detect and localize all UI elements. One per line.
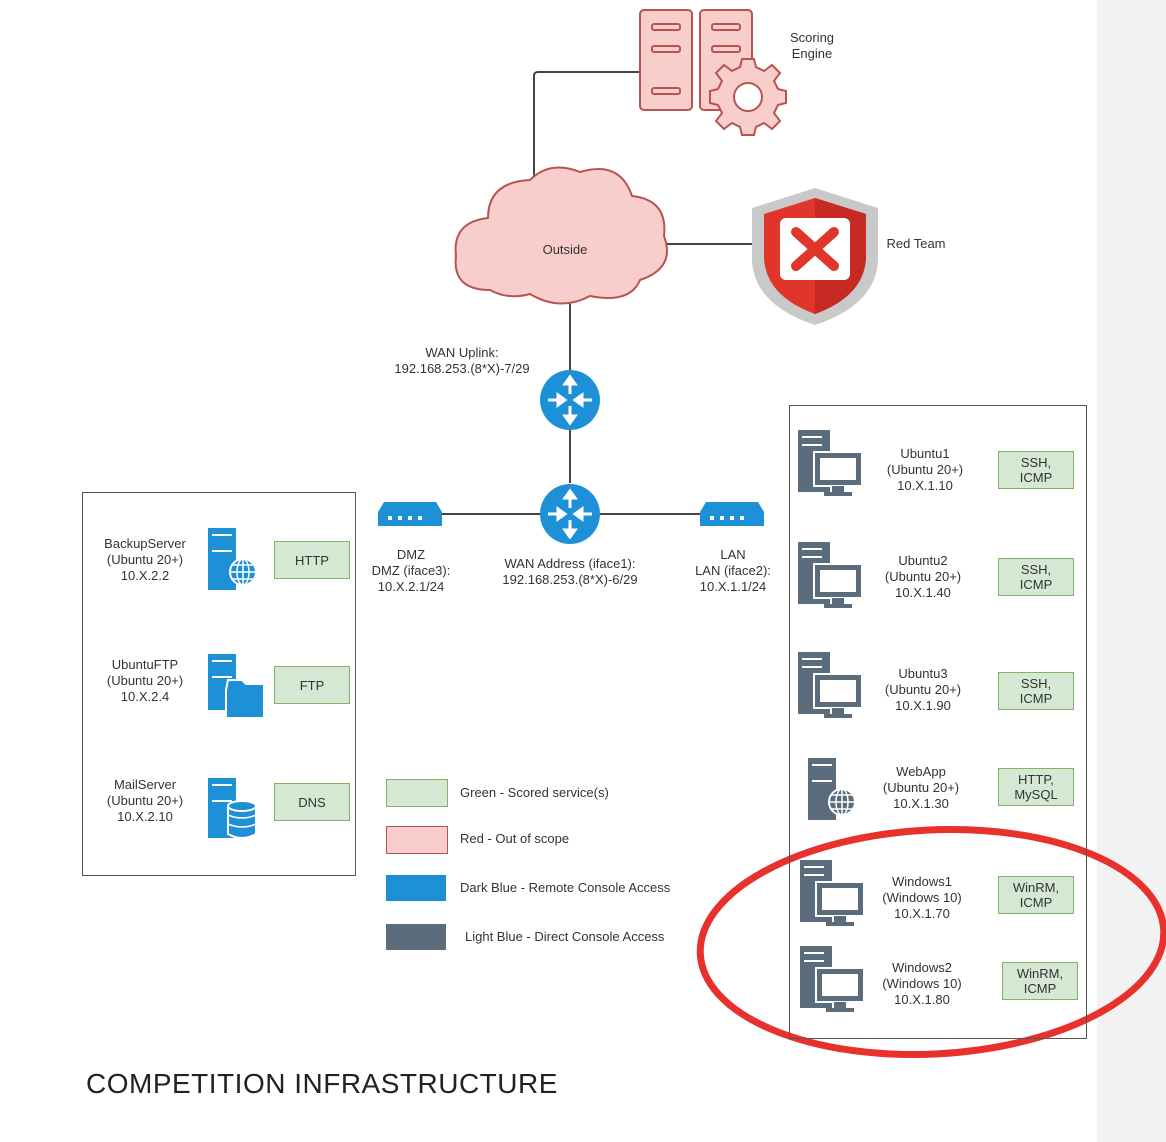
dmz-switch-icon [378, 502, 442, 526]
lan-host-label: Ubuntu1 (Ubuntu 20+) 10.X.1.10 [886, 446, 964, 493]
page-title: COMPETITION INFRASTRUCTURE [86, 1068, 558, 1099]
dmz-interface-label: DMZ DMZ (iface3): 10.X.2.1/24 [371, 547, 451, 594]
legend-text-red: Red - Out of scope [460, 831, 570, 846]
page-sidebar [1097, 0, 1166, 1142]
scoring-engine-icon [639, 9, 787, 136]
red-team-label: Red Team [886, 236, 946, 251]
workstation-icon [800, 946, 865, 1012]
annotation-circle [696, 825, 1166, 1059]
dmz-host-label: BackupServer (Ubuntu 20+) 10.X.2.2 [104, 536, 186, 583]
scored-service-box: HTTP [274, 541, 350, 579]
outside-cloud-icon [454, 166, 668, 305]
scored-service-box: WinRM, ICMP [1002, 962, 1078, 1000]
dmz-host-label: MailServer (Ubuntu 20+) 10.X.2.10 [106, 777, 184, 824]
lan-host-label: Ubuntu2 (Ubuntu 20+) 10.X.1.40 [884, 553, 962, 600]
legend-swatch-light-blue [386, 924, 446, 950]
wan-router-icon [540, 370, 600, 430]
core-router-icon [540, 484, 600, 544]
legend-swatch-green [386, 779, 448, 807]
lan-interface-label: LAN LAN (iface2): 10.X.1.1/24 [695, 547, 771, 594]
wan-address-label: WAN Address (iface1): 192.168.253.(8*X)-… [502, 556, 638, 587]
line-scoring-outside [533, 71, 640, 185]
scored-service-box: FTP [274, 666, 350, 704]
web-server-icon [208, 528, 257, 590]
lan-host-label: WebApp (Ubuntu 20+) 10.X.1.30 [882, 764, 960, 811]
wan-uplink-label: WAN Uplink: 192.168.253.(8*X)-7/29 [394, 345, 530, 376]
lan-host-label: Ubuntu3 (Ubuntu 20+) 10.X.1.90 [884, 666, 962, 713]
lan-host-label: Windows2 (Windows 10) 10.X.1.80 [882, 960, 962, 1007]
scored-service-box: SSH, ICMP [998, 672, 1074, 710]
legend-text-green: Green - Scored service(s) [460, 785, 609, 800]
lan-host-label: Windows1 (Windows 10) 10.X.1.70 [882, 874, 962, 921]
workstation-icon [798, 542, 863, 608]
workstation-icon [798, 652, 863, 718]
outside-label: Outside [542, 242, 588, 257]
legend-swatch-red [386, 826, 448, 854]
scored-service-box: SSH, ICMP [998, 558, 1074, 596]
legend-text-light-blue: Light Blue - Direct Console Access [465, 929, 665, 944]
dmz-zone-box [82, 492, 356, 876]
scored-service-box: DNS [274, 783, 350, 821]
scored-service-box: HTTP, MySQL [998, 768, 1074, 806]
legend-text-dark-blue: Dark Blue - Remote Console Access [460, 880, 671, 895]
web-server-icon [808, 758, 856, 820]
workstation-icon [798, 430, 863, 496]
database-server-icon [208, 778, 257, 839]
scoring-engine-label: Scoring Engine [789, 30, 835, 61]
lan-zone-box [789, 405, 1087, 1039]
scored-service-box: WinRM, ICMP [998, 876, 1074, 914]
scored-service-box: SSH, ICMP [998, 451, 1074, 489]
red-team-shield-icon [752, 188, 878, 325]
dmz-host-label: UbuntuFTP (Ubuntu 20+) 10.X.2.4 [106, 657, 184, 704]
workstation-icon [800, 860, 865, 926]
legend-swatch-dark-blue [386, 875, 446, 901]
file-server-icon [208, 654, 265, 719]
lan-switch-icon [700, 502, 764, 526]
